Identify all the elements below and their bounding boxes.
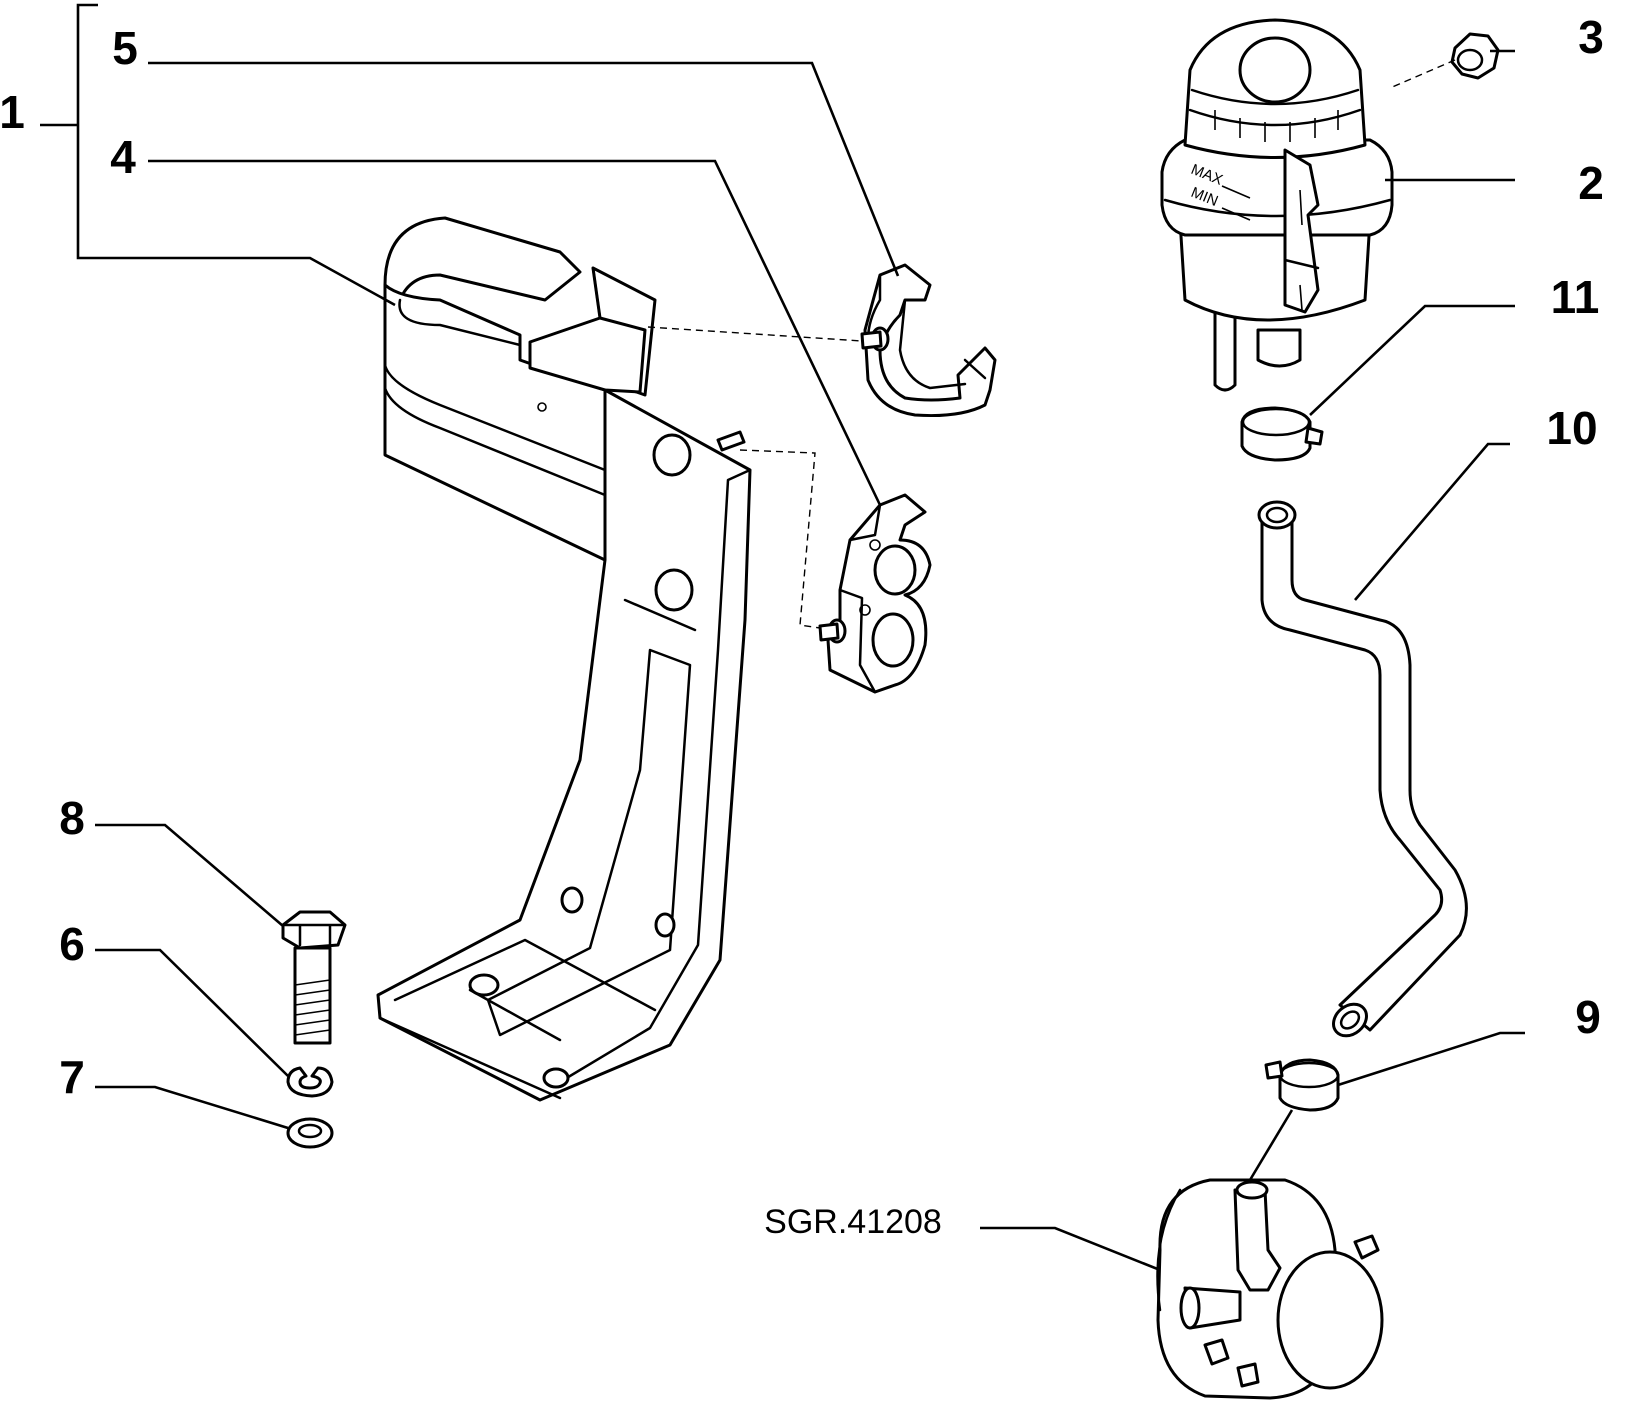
assembly-lines: [647, 59, 1456, 629]
callout-9: 9: [1575, 991, 1601, 1043]
lower-clamp-part: [818, 493, 932, 694]
callout-10: 10: [1546, 402, 1597, 454]
callout-8: 8: [59, 792, 85, 844]
upper-clip-part: [860, 263, 997, 418]
lower-hose-clamp-part: [1264, 1058, 1340, 1112]
bolt-part: [281, 910, 347, 1045]
reference-code-label: SGR.41208: [764, 1203, 942, 1241]
pump-part: [1156, 1178, 1384, 1400]
callout-11: 11: [1551, 271, 1600, 323]
bracket-part: [376, 216, 752, 1102]
nut-part: [1450, 32, 1500, 80]
flat-washer-part: [286, 1117, 334, 1149]
leader-lines: [40, 3, 1525, 1272]
callout-6: 6: [59, 918, 85, 970]
reservoir-part: MAX MIN: [1160, 18, 1394, 392]
callout-2: 2: [1578, 157, 1604, 209]
upper-hose-clamp-part: [1240, 406, 1324, 462]
callout-3: 3: [1578, 11, 1604, 63]
split-washer-part: [286, 1066, 334, 1098]
callout-7: 7: [59, 1051, 85, 1103]
callout-1: 1: [0, 86, 25, 138]
callout-4: 4: [110, 131, 136, 183]
hose-part: [1257, 500, 1468, 1038]
callout-labels: 1 2 3 4 5 6 7 8 9 10 11 SGR.41208: [0, 11, 1604, 1241]
callout-5: 5: [112, 22, 138, 74]
